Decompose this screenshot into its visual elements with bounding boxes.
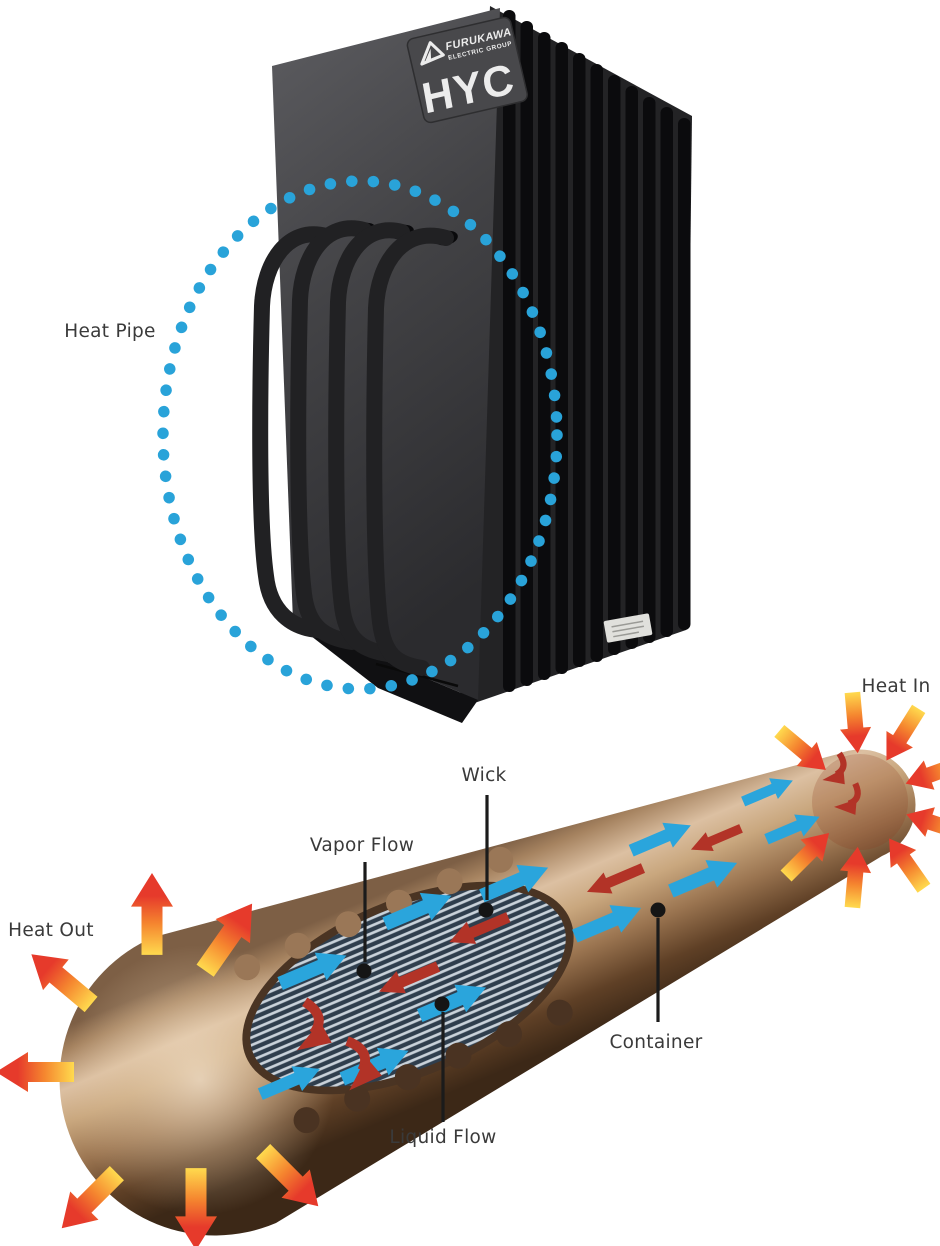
wick-stripes xyxy=(250,889,566,1087)
heatsink-product-photo: FURUKAWA ELECTRIC GROUP HYC xyxy=(157,6,692,723)
product-sticker xyxy=(603,613,653,643)
heat-arrow-icon xyxy=(836,691,874,755)
callout-dotted-circle-icon xyxy=(157,175,563,695)
liquid-flow-label-dot xyxy=(434,996,450,1012)
wick-label: Wick xyxy=(461,765,507,786)
furukawa-triangle-icon xyxy=(420,41,445,66)
vapor-flow-label: Vapor Flow xyxy=(309,835,415,856)
wick-label-dot xyxy=(478,902,494,918)
vapor-flow-label-dot xyxy=(356,963,372,979)
container-label: Container xyxy=(609,1032,703,1053)
leader-lines xyxy=(356,795,666,1122)
cutaway-scallops xyxy=(234,846,573,1134)
liquid-flow-label: Liquid Flow xyxy=(389,1127,497,1148)
heat-pipe-label: Heat Pipe xyxy=(64,321,156,342)
heat-pipe-loops xyxy=(252,220,458,676)
heat-out-label: Heat Out xyxy=(8,920,94,941)
wick-cutaway xyxy=(234,846,574,1134)
furukawa-triangle-notch-icon xyxy=(425,48,432,62)
container-label-dot xyxy=(650,902,666,918)
heat-pipe-cutaway-diagram xyxy=(0,691,940,1246)
heat-in-label: Heat In xyxy=(861,676,931,697)
